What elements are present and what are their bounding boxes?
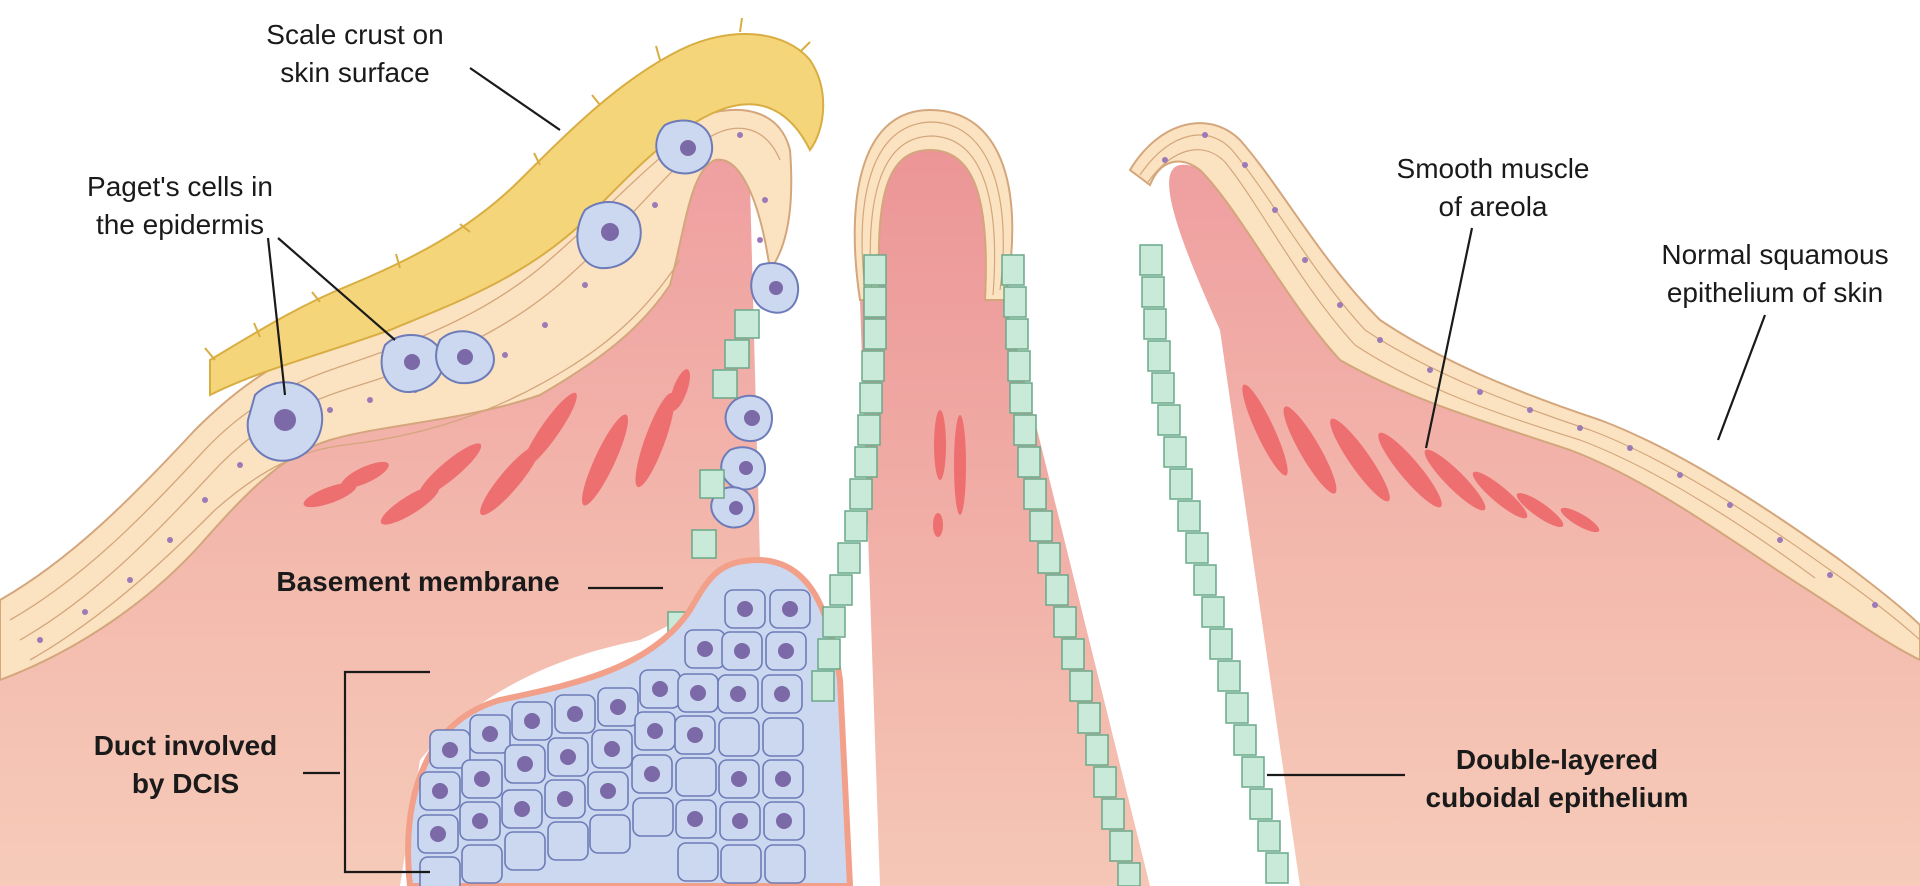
label-basement-membrane: Basement membrane <box>248 563 588 601</box>
leader-scale-crust <box>470 68 560 130</box>
label-scale-crust: Scale crust on skin surface <box>245 16 465 92</box>
label-smooth-muscle: Smooth muscle of areola <box>1368 150 1618 226</box>
label-pagets-cells: Paget's cells in the epidermis <box>60 168 300 244</box>
label-normal-squamous: Normal squamous epithelium of skin <box>1630 236 1920 312</box>
label-duct-dcis: Duct involved by DCIS <box>68 727 303 803</box>
leader-normal-squamous <box>1718 315 1765 440</box>
label-double-layered: Double-layered cuboidal epithelium <box>1402 741 1712 817</box>
